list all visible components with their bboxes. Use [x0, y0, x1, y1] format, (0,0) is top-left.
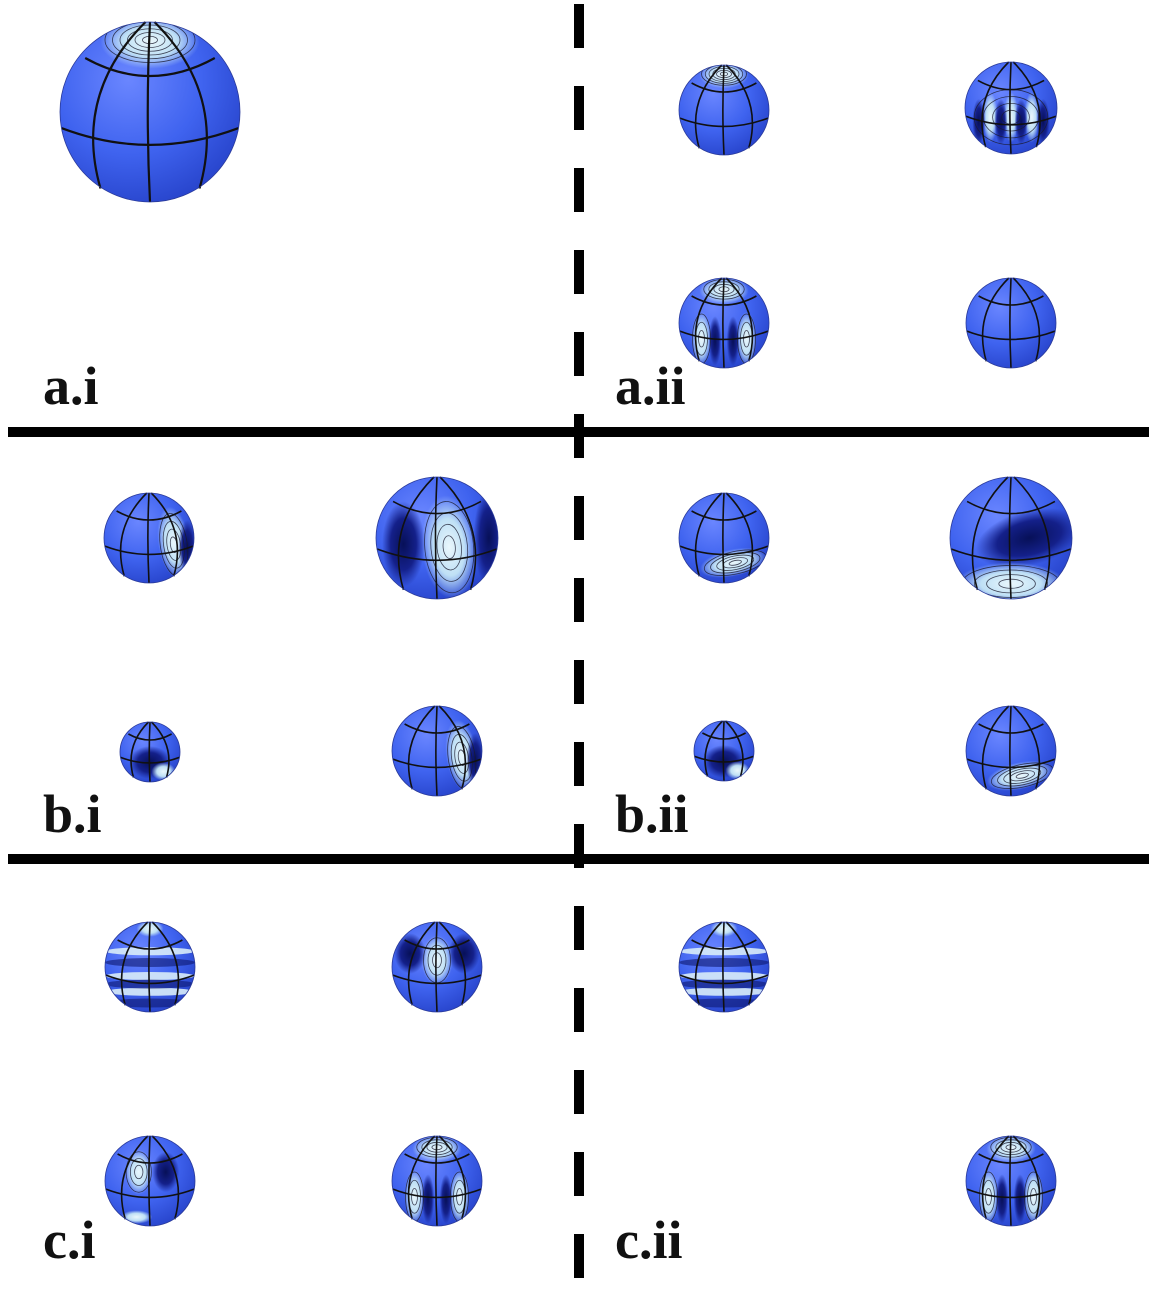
panel-label-a-ii: a.ii: [615, 359, 686, 413]
sphere-a-i-1: [60, 15, 240, 202]
panel-label-c-ii: c.ii: [615, 1213, 682, 1267]
panel-label-c-i: c.i: [43, 1213, 95, 1267]
panel-label-a-i: a.i: [43, 359, 99, 413]
panel-label-b-ii: b.ii: [615, 787, 689, 841]
sphere-b-ii-2: [950, 477, 1089, 605]
sphere-c-i-3: [105, 1136, 195, 1226]
sphere-c-i-1: [105, 921, 195, 1012]
sphere-a-ii-1: [679, 61, 769, 155]
sphere-b-i-3: [120, 722, 180, 782]
sphere-c-i-4: [392, 1135, 482, 1226]
sphere-c-i-2: [392, 922, 482, 1012]
panel-label-b-i: b.i: [43, 787, 102, 841]
sphere-a-ii-4: [966, 278, 1056, 368]
sphere-b-ii-3: [694, 721, 754, 781]
sphere-b-i-4: [392, 706, 484, 796]
sphere-b-i-2: [376, 477, 504, 601]
sphere-b-ii-1: [679, 493, 769, 583]
sphere-a-ii-3: [679, 277, 769, 368]
sphere-c-ii-2: [966, 1135, 1056, 1226]
sphere-b-i-1: [104, 493, 196, 583]
sphere-b-ii-4: [966, 706, 1056, 796]
sphere-c-ii-1: [679, 921, 769, 1012]
sphere-a-ii-2: [965, 62, 1057, 154]
